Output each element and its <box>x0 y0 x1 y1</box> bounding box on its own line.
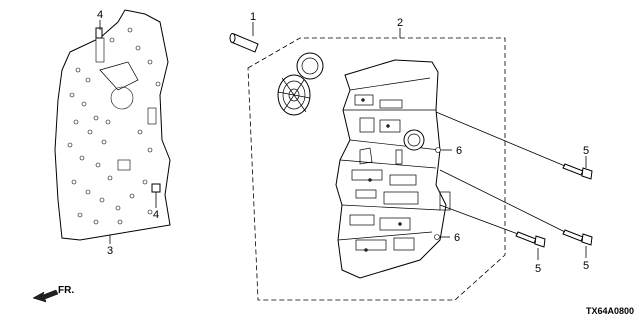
front-arrow-icon <box>32 289 59 303</box>
callout-part-2: 2 <box>397 17 403 29</box>
callout-part-3: 3 <box>107 245 113 257</box>
plate-holes <box>67 27 161 225</box>
dowel-pin-bottom <box>151 183 161 193</box>
callout-part-4-top: 4 <box>97 9 103 21</box>
callout-part-5-upper: 5 <box>583 145 589 157</box>
callout-part-4-bottom: 4 <box>153 209 159 221</box>
callout-part-5-lower: 5 <box>535 263 541 275</box>
front-label: FR. <box>58 285 74 296</box>
assembly-boundary <box>247 37 506 301</box>
check-ball-lower <box>434 234 440 240</box>
callout-part-1: 1 <box>250 11 256 23</box>
separator-plate <box>54 9 171 241</box>
bolt-lower <box>515 231 546 248</box>
valve-body <box>335 59 451 279</box>
bolts <box>515 163 593 248</box>
diagram-code: TX64A0800 <box>586 306 634 316</box>
dowel-pin-top <box>95 27 103 39</box>
bolt-middle <box>562 229 593 246</box>
front-direction-indicator: FR. <box>32 285 74 303</box>
bolt-upper <box>562 163 593 180</box>
check-ball-upper <box>435 147 441 153</box>
callout-part-5-middle: 5 <box>583 260 589 272</box>
pin <box>229 33 259 53</box>
pump-gears <box>277 52 324 116</box>
callout-part-6-upper: 6 <box>456 145 462 157</box>
callout-part-6-lower: 6 <box>454 232 460 244</box>
